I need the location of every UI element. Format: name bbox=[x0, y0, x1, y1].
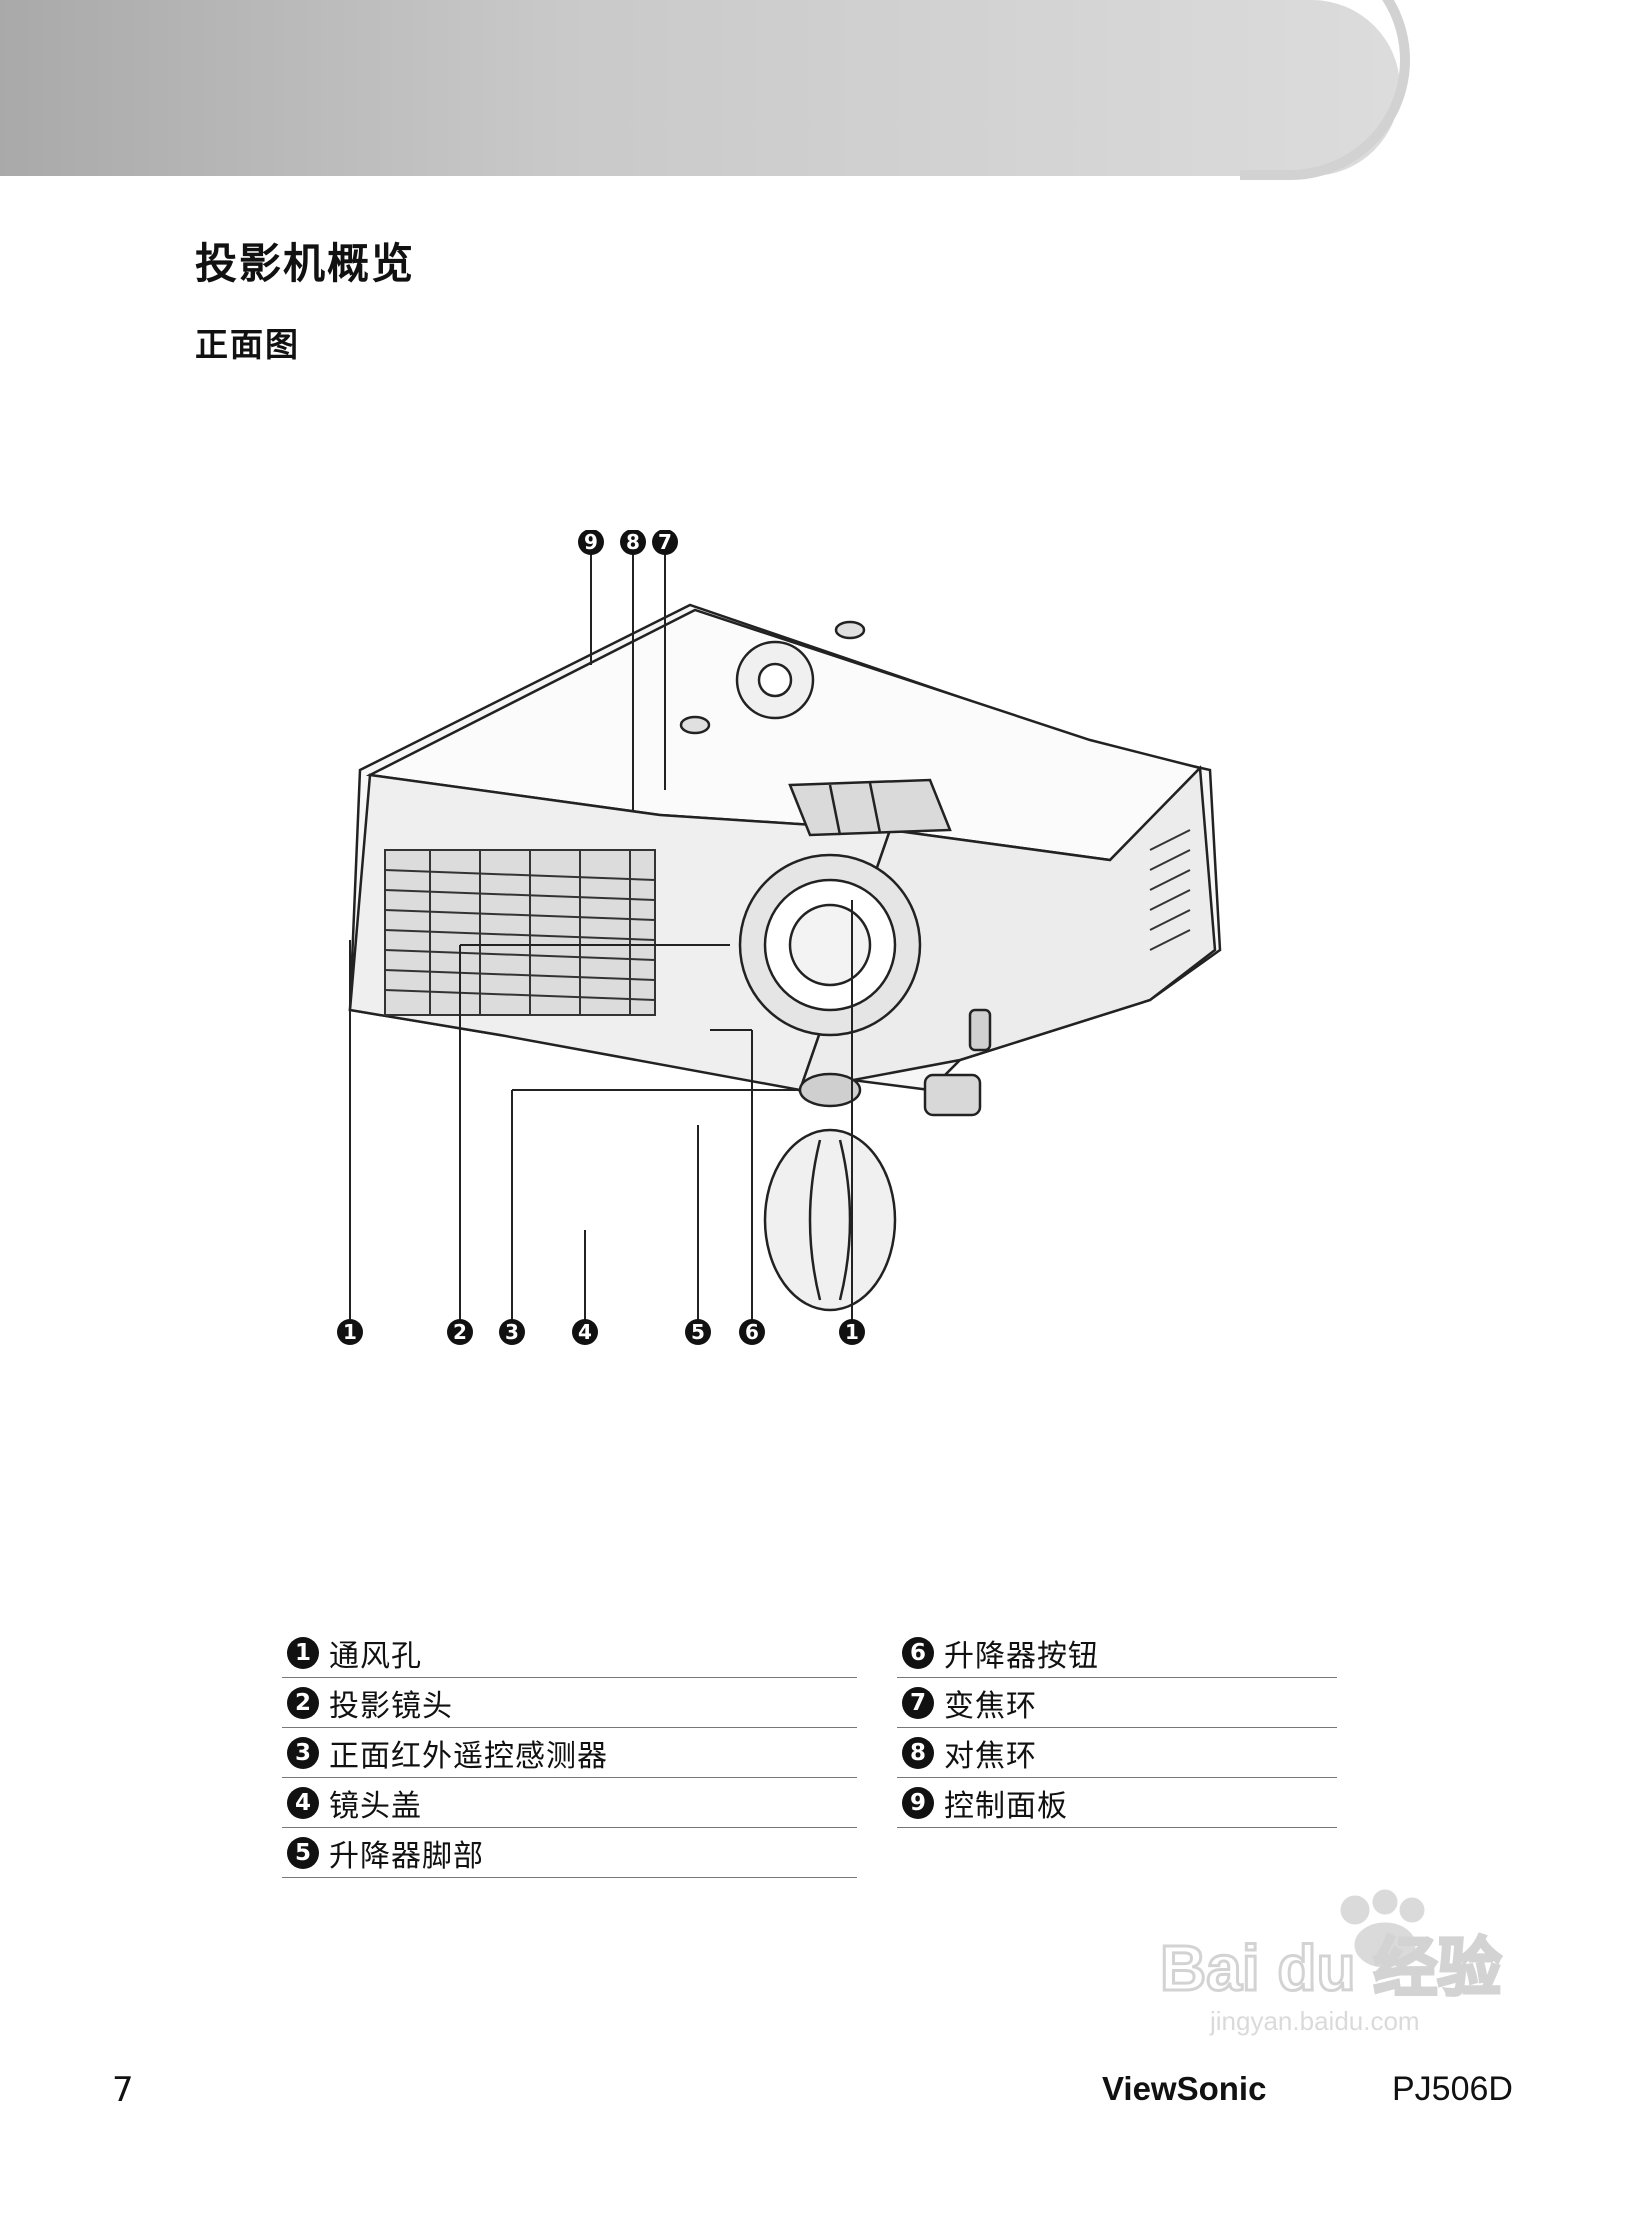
svg-text:9: 9 bbox=[584, 530, 598, 554]
legend-label: 控制面板 bbox=[944, 1781, 1068, 1825]
legend-item: 1 通风孔 bbox=[282, 1628, 857, 1678]
svg-text:6: 6 bbox=[745, 1320, 759, 1344]
svg-text:3: 3 bbox=[505, 1320, 519, 1344]
number-badge: 2 bbox=[287, 1687, 319, 1719]
number-badge: 6 bbox=[902, 1637, 934, 1669]
section-title: 正面图 bbox=[195, 318, 300, 366]
legend-label: 镜头盖 bbox=[329, 1781, 422, 1825]
legend-item: 8 对焦环 bbox=[897, 1728, 1337, 1778]
legend-left: 1 通风孔 2 投影镜头 3 正面红外遥控感测器 4 镜头盖 5 升降器脚部 bbox=[282, 1628, 857, 1878]
callout-2: 2 bbox=[447, 1319, 473, 1345]
model-name: PJ506D bbox=[1392, 2070, 1513, 2109]
legend-label: 升降器按钮 bbox=[944, 1631, 1099, 1675]
legend-item: 9 控制面板 bbox=[897, 1778, 1337, 1828]
svg-text:7: 7 bbox=[658, 530, 672, 554]
svg-text:8: 8 bbox=[626, 530, 640, 554]
projector-illustration bbox=[350, 605, 1220, 1310]
callout-4: 4 bbox=[572, 1319, 598, 1345]
callout-3: 3 bbox=[499, 1319, 525, 1345]
legend-item: 5 升降器脚部 bbox=[282, 1828, 857, 1878]
legend-label: 通风孔 bbox=[329, 1631, 422, 1675]
callout-9: 9 bbox=[578, 530, 604, 555]
svg-text:4: 4 bbox=[578, 1320, 592, 1344]
number-badge: 8 bbox=[902, 1737, 934, 1769]
header-band-ring bbox=[1240, 0, 1410, 180]
page-title: 投影机概览 bbox=[195, 230, 415, 291]
callout-1-right: 1 bbox=[839, 1319, 865, 1345]
legend-label: 升降器脚部 bbox=[329, 1831, 484, 1875]
watermark-url-text: jingyan.baidu.com bbox=[1209, 2006, 1420, 2036]
legend-item: 6 升降器按钮 bbox=[897, 1628, 1337, 1678]
number-badge: 5 bbox=[287, 1837, 319, 1869]
watermark-brand-text: Bai du 经验 bbox=[1160, 1932, 1501, 2004]
number-badge: 1 bbox=[287, 1637, 319, 1669]
legend-label: 投影镜头 bbox=[329, 1681, 453, 1725]
legend-item: 4 镜头盖 bbox=[282, 1778, 857, 1828]
legend-label: 对焦环 bbox=[944, 1731, 1037, 1775]
projector-front-diagram: 9 8 7 1 2 3 4 5 bbox=[330, 530, 1290, 1350]
number-badge: 9 bbox=[902, 1787, 934, 1819]
legend-item: 3 正面红外遥控感测器 bbox=[282, 1728, 857, 1778]
callout-5: 5 bbox=[685, 1319, 711, 1345]
svg-text:1: 1 bbox=[343, 1320, 357, 1344]
page-number: 7 bbox=[112, 2070, 134, 2110]
callout-6: 6 bbox=[739, 1319, 765, 1345]
legend-label: 正面红外遥控感测器 bbox=[329, 1731, 608, 1775]
number-badge: 7 bbox=[902, 1687, 934, 1719]
legend-item: 7 变焦环 bbox=[897, 1678, 1337, 1728]
callout-8: 8 bbox=[620, 530, 646, 555]
legend-label: 变焦环 bbox=[944, 1681, 1037, 1725]
svg-text:2: 2 bbox=[453, 1320, 467, 1344]
baidu-watermark-logo: Bai du 经验 jingyan.baidu.com bbox=[1150, 1880, 1570, 2040]
legend-item: 2 投影镜头 bbox=[282, 1678, 857, 1728]
brand-name: ViewSonic bbox=[1102, 2070, 1266, 2108]
callout-7: 7 bbox=[652, 530, 678, 555]
callout-1-left: 1 bbox=[337, 1319, 363, 1345]
number-badge: 4 bbox=[287, 1787, 319, 1819]
number-badge: 3 bbox=[287, 1737, 319, 1769]
legend-right: 6 升降器按钮 7 变焦环 8 对焦环 9 控制面板 bbox=[897, 1628, 1337, 1828]
header-band bbox=[0, 0, 1400, 176]
svg-text:5: 5 bbox=[691, 1320, 705, 1344]
svg-text:1: 1 bbox=[845, 1320, 859, 1344]
